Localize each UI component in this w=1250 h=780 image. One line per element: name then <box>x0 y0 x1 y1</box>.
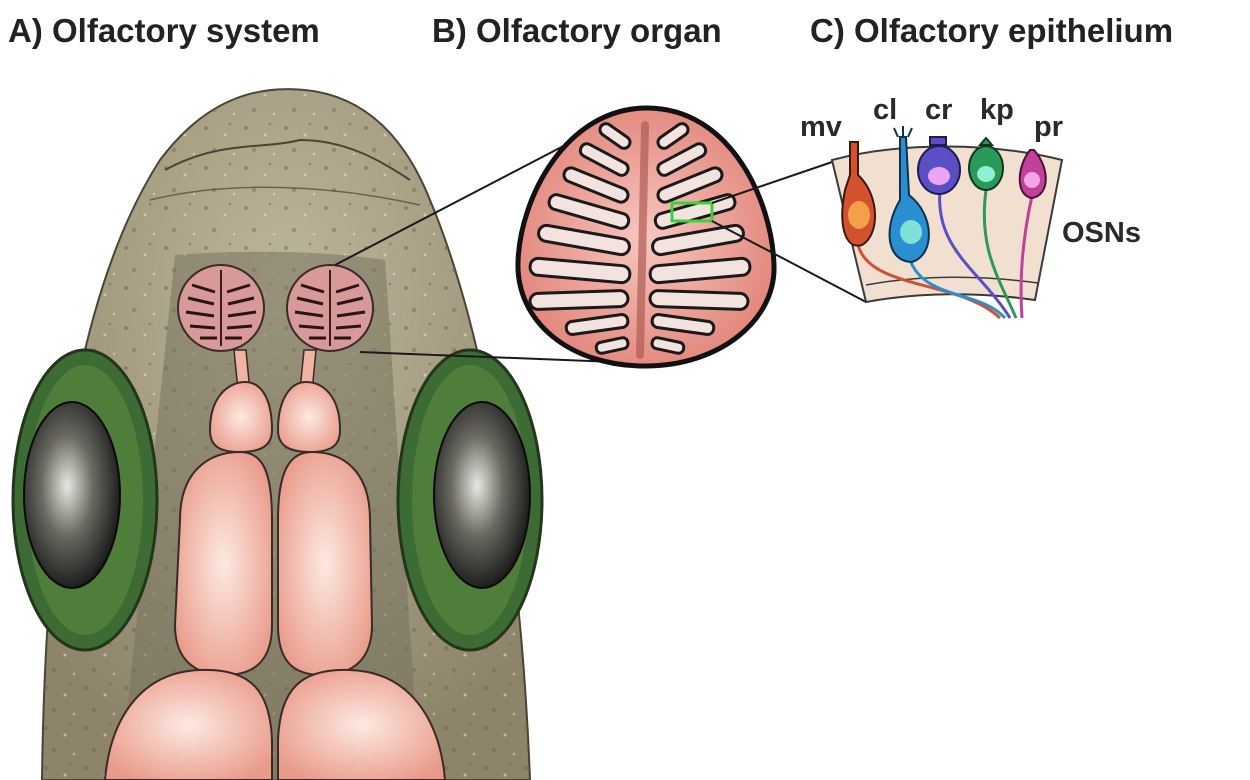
olfactory-rosette-left <box>178 265 264 351</box>
osn-cr <box>918 137 960 194</box>
olfactory-organ <box>518 108 774 366</box>
label-osns: OSNs <box>1062 217 1141 249</box>
label-cr: cr <box>925 94 952 126</box>
telencephalon-left <box>175 452 272 675</box>
olfactory-rosette-right <box>287 265 373 351</box>
eye-right <box>398 350 542 650</box>
label-mv: mv <box>800 111 842 143</box>
label-cl: cl <box>873 94 897 126</box>
olfactory-epithelium <box>832 126 1062 318</box>
label-pr: pr <box>1034 111 1063 143</box>
osn-kp <box>969 138 1003 190</box>
telencephalon-right <box>278 452 372 675</box>
label-kp: kp <box>980 94 1014 126</box>
eye-left <box>13 350 157 650</box>
